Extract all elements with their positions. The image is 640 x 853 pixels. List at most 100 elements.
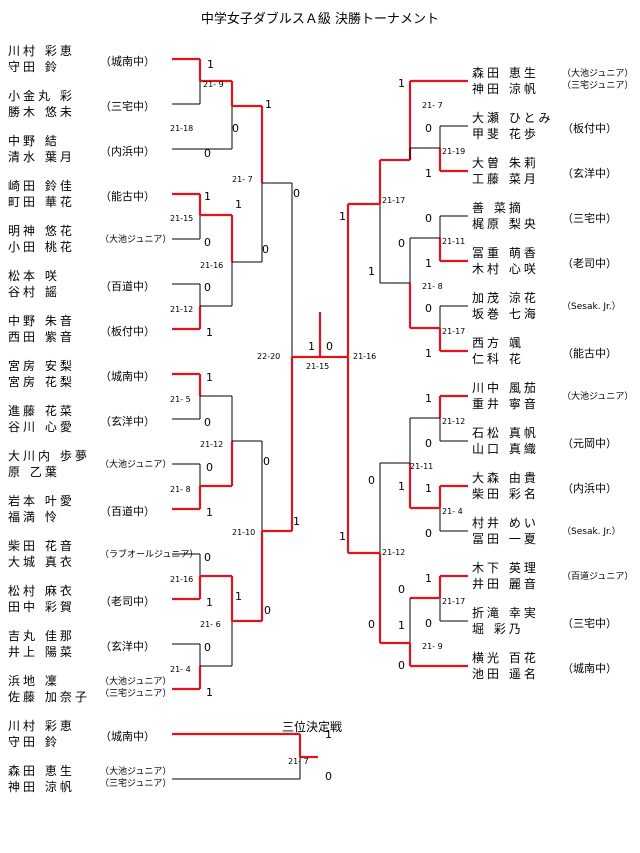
school-left-15: （大池ジュニア） [100,677,172,687]
school-left-4: （能古中） [100,190,155,203]
game-count: 0 [325,770,332,783]
game-count: 0 [204,147,211,160]
match-score: 21- 4 [170,665,191,674]
third-team-2: 森田 恵生神田 涼帆 [8,763,75,795]
game-count: 0 [398,583,405,596]
player-name: 梶原 梨央 [472,217,539,231]
team-right-11: 村井 めい冨田 一夏 [472,515,539,547]
game-count: 0 [204,416,211,429]
game-count: 0 [425,212,432,225]
game-count: 1 [398,480,405,493]
player-name: 谷村 謡 [8,285,60,299]
team-right-12: 木下 英理井田 麗音 [472,560,539,592]
player-name: 折滝 幸実 [472,606,539,620]
school-left-7: （板付中） [100,325,155,338]
player-name: 坂巻 七海 [472,307,539,321]
player-name: 冨田 一夏 [472,532,539,546]
player-name: 川中 風茄 [472,381,539,395]
game-count: 1 [206,371,213,384]
player-name: 井田 麗音 [472,577,539,591]
game-count: 1 [206,326,213,339]
game-count: 0 [264,604,271,617]
match-score: 21- 7 [288,757,309,766]
school-left-15: （三宅ジュニア） [100,689,172,699]
third-school-2: （三宅ジュニア） [100,779,172,789]
player-name: 池田 遥名 [472,667,539,681]
player-name: 重井 寧音 [472,397,539,411]
game-count: 1 [398,77,405,90]
player-name: 横光 百花 [472,651,539,665]
school-left-13: （老司中） [100,595,155,608]
player-name: 大森 由貴 [472,471,539,485]
player-name: 原 乙葉 [8,465,60,479]
match-score: 21-16 [170,575,194,584]
player-name: 岩本 叶愛 [8,494,75,508]
game-count: 0 [293,187,300,200]
player-name: 清水 葉月 [8,150,75,164]
school-right-7: （能古中） [562,347,617,360]
team-right-8: 川中 風茄重井 寧音 [472,380,539,412]
player-name: 堀 彩乃 [472,622,524,636]
team-right-7: 西方 颯仁科 花 [472,335,524,367]
school-left-8: （城南中） [100,370,155,383]
player-name: 川村 彩恵 [8,44,75,58]
school-right-12: （百道ジュニア） [562,572,634,582]
player-name: 村井 めい [472,516,539,530]
match-score: 21-11 [410,462,434,471]
match-score: 21-12 [200,440,224,449]
match-score: 21- 4 [442,507,463,516]
player-name: 木下 英理 [472,561,539,575]
third-place-title: 三位決定戦 [282,720,343,734]
player-name: 浜地 凜 [8,674,60,688]
game-count: 1 [368,265,375,278]
match-score: 21-12 [442,417,466,426]
player-name: 小金丸 彩 [8,89,75,103]
player-name: 加茂 涼花 [472,291,539,305]
player-name: 柴田 花音 [8,539,75,553]
game-count: 1 [204,190,211,203]
team-right-14: 横光 百花池田 遥名 [472,650,539,682]
match-score: 21- 6 [200,620,221,629]
school-right-9: （元岡中） [562,437,617,450]
player-name: 明神 悠花 [8,224,75,238]
school-left-14: （玄洋中） [100,640,155,653]
match-score: 21- 8 [422,282,443,291]
page-title: 中学女子ダブルスＡ級 決勝トーナメント [200,12,440,27]
school-left-1: （城南中） [100,55,155,68]
school-left-2: （三宅中） [100,100,155,113]
player-name: 神田 涼帆 [8,780,75,794]
game-count: 0 [425,437,432,450]
team-right-5: 冨重 萌香木村 心咲 [472,245,539,277]
player-name: 西方 颯 [472,336,524,350]
match-score: 21-17 [442,597,466,606]
match-score: 21- 9 [203,80,224,89]
third-school-1: （城南中） [100,730,155,743]
game-count: 0 [262,243,269,256]
match-score: 21-17 [382,196,406,205]
player-name: 大川内 歩夢 [8,449,90,463]
game-count: 0 [425,302,432,315]
player-name: 田中 彩賀 [8,600,75,614]
game-count: 0 [204,236,211,249]
team-right-3: 大曽 朱莉工藤 菜月 [472,155,539,187]
player-name: 柴田 彩名 [472,487,539,501]
player-name: 松村 麻衣 [8,584,75,598]
game-count: 0 [232,122,239,135]
game-count: 0 [263,455,270,468]
team-right-6: 加茂 涼花坂巻 七海 [472,290,539,322]
school-right-2: （板付中） [562,122,617,135]
player-name: 吉丸 佳那 [8,629,75,643]
player-name: 大曽 朱莉 [472,156,539,170]
match-score: 21-12 [170,305,194,314]
player-name: 善 菜摘 [472,201,524,215]
player-name: 谷川 心愛 [8,420,75,434]
player-name: 町田 華花 [8,195,75,209]
game-count: 0 [206,461,213,474]
game-count: 1 [398,619,405,632]
player-name: 守田 鈴 [8,60,60,74]
match-score: 21-19 [442,147,466,156]
player-name: 大瀬 ひとみ [472,111,554,125]
school-right-1: （大池ジュニア） [562,69,634,79]
team-right-10: 大森 由貴柴田 彩名 [472,470,539,502]
player-name: 守田 鈴 [8,735,60,749]
